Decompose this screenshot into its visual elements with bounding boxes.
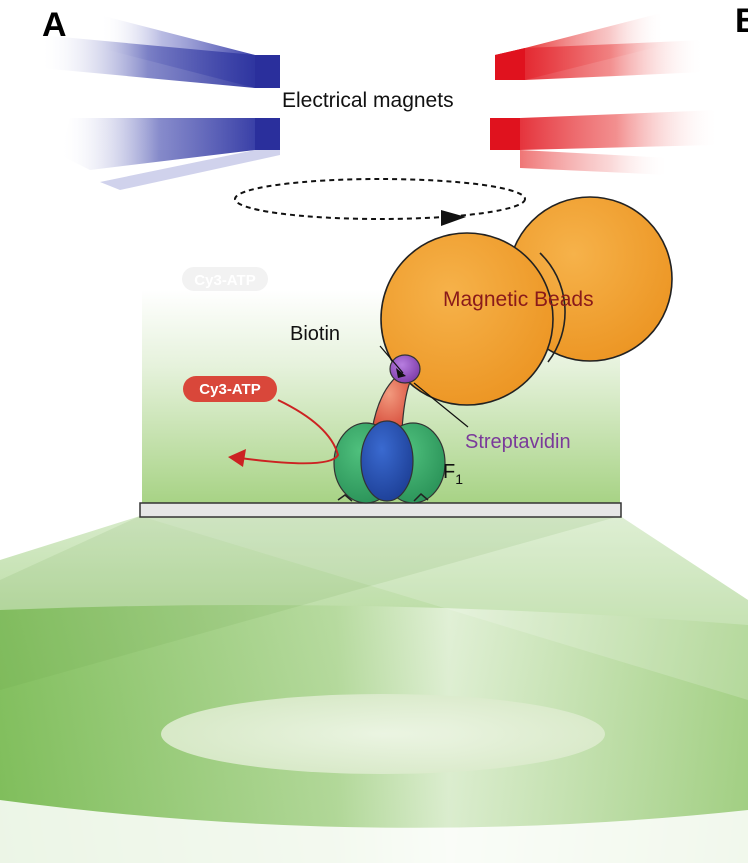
illumination-spot [161,694,605,774]
streptavidin-molecule [389,354,421,384]
cy3-atp-faded-pill [182,267,268,291]
illumination-cone [0,516,748,863]
rotation-arrowhead-icon [441,210,466,226]
f1-label-main: F [443,461,455,483]
f1-motor [333,377,446,504]
beads-label: Magnetic Beads [443,288,594,311]
f1-label: F1 [443,461,463,487]
cy3-atp-faded-label: Cy3-ATP [194,272,255,289]
magnet-right [490,12,720,175]
biotin-label: Biotin [290,323,340,345]
panel-label-a: A [42,6,67,44]
beta-subunit [360,420,414,502]
magnetic-bead-left [380,232,554,406]
release-arrowhead-icon [228,449,246,467]
f1-label-subscript: 1 [455,471,463,487]
cy3-atp-bound-label: Cy3-ATP [199,381,260,398]
biotin-pointer [379,345,404,374]
release-arrow [239,399,340,465]
magnet-left [40,15,280,190]
rotation-path [234,178,526,220]
cy3-atp-bound-pill [183,376,277,402]
streptavidin-pointer [413,382,469,428]
magnets-label: Electrical magnets [282,89,454,112]
glass-slide [139,502,622,518]
panel-label-b: B [735,2,748,40]
streptavidin-label: Streptavidin [465,431,571,453]
